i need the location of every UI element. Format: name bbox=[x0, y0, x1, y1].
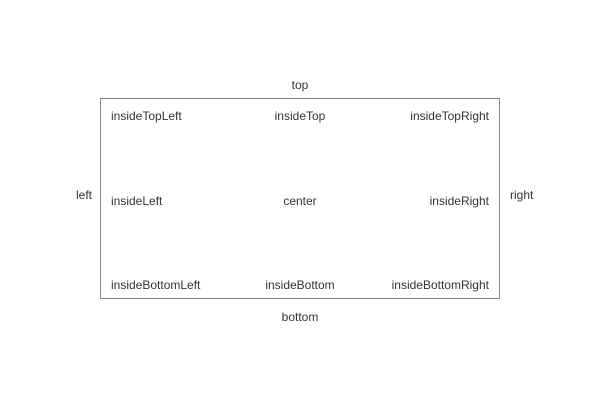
label-inside-bottom-left: insideBottomLeft bbox=[111, 278, 201, 292]
label-inside-left: insideLeft bbox=[111, 193, 163, 208]
label-inside-top-right: insideTopRight bbox=[410, 109, 489, 123]
position-box: insideTopLeft insideTop insideTopRight i… bbox=[100, 98, 500, 299]
label-inside-top-left: insideTopLeft bbox=[111, 109, 182, 123]
label-inside-bottom-right: insideBottomRight bbox=[391, 278, 489, 292]
label-left: left bbox=[75, 188, 92, 202]
label-inside-bottom: insideBottom bbox=[265, 278, 335, 292]
label-top: top bbox=[291, 78, 309, 92]
label-inside-right: insideRight bbox=[429, 193, 489, 208]
label-bottom: bottom bbox=[281, 310, 319, 324]
label-center: center bbox=[283, 193, 317, 208]
label-inside-top: insideTop bbox=[274, 109, 326, 123]
label-right: right bbox=[510, 188, 534, 202]
